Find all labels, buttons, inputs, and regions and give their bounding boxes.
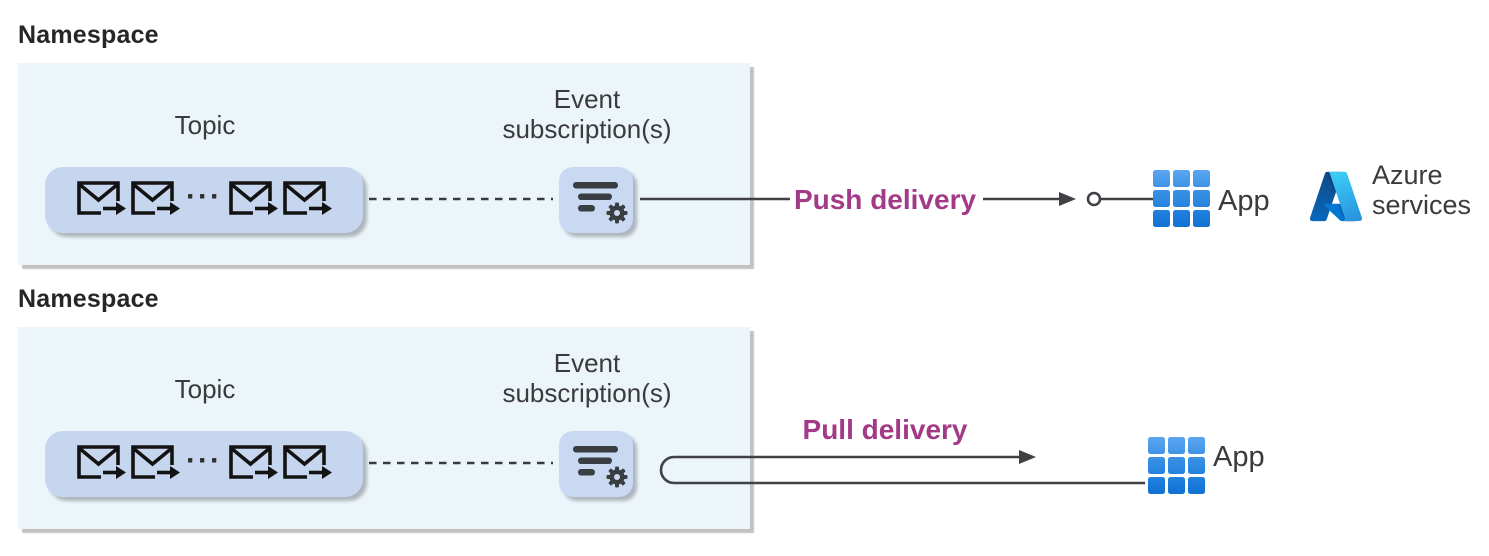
push-delivery-label: Push delivery xyxy=(785,184,985,216)
filter-gear-icon xyxy=(573,446,628,488)
topic-ellipsis: ··· xyxy=(186,444,222,477)
pull-delivery-label: Pull delivery xyxy=(802,414,968,445)
namespace-label-push: Namespace xyxy=(18,21,159,49)
azure-logo-icon xyxy=(1306,168,1366,230)
app-label-push: App xyxy=(1218,185,1270,217)
arrowhead-icon xyxy=(1059,192,1076,206)
topic-pill-pull: ··· xyxy=(45,431,363,497)
app-label-pull: App xyxy=(1213,441,1265,473)
azure-services-label: Azure services xyxy=(1372,160,1472,220)
filter-gear-icon xyxy=(573,182,628,224)
envelope-icon xyxy=(131,181,180,215)
envelope-icon xyxy=(283,445,332,479)
envelope-icon xyxy=(131,445,180,479)
endpoint-circle-icon xyxy=(1086,191,1102,207)
envelope-icon xyxy=(229,445,278,479)
app-icon xyxy=(1148,437,1205,494)
app-icon xyxy=(1153,170,1210,227)
topic-ellipsis: ··· xyxy=(186,180,222,213)
envelope-icon xyxy=(283,181,332,215)
event-subscription-icon xyxy=(559,431,633,497)
envelope-icon xyxy=(229,181,278,215)
topic-label-pull: Topic xyxy=(174,374,236,404)
topic-pill-push: ··· xyxy=(45,167,363,233)
gear-icon xyxy=(606,202,628,224)
envelope-icon xyxy=(77,445,126,479)
event-subscription-icon xyxy=(559,167,633,233)
gear-icon xyxy=(606,466,628,488)
subscription-label-push: Event subscription(s) xyxy=(502,84,672,144)
namespace-label-pull: Namespace xyxy=(18,285,159,313)
topic-label-push: Topic xyxy=(174,110,236,140)
subscription-label-pull: Event subscription(s) xyxy=(502,348,672,408)
envelope-icon xyxy=(77,181,126,215)
arrowhead-icon xyxy=(1019,450,1036,464)
